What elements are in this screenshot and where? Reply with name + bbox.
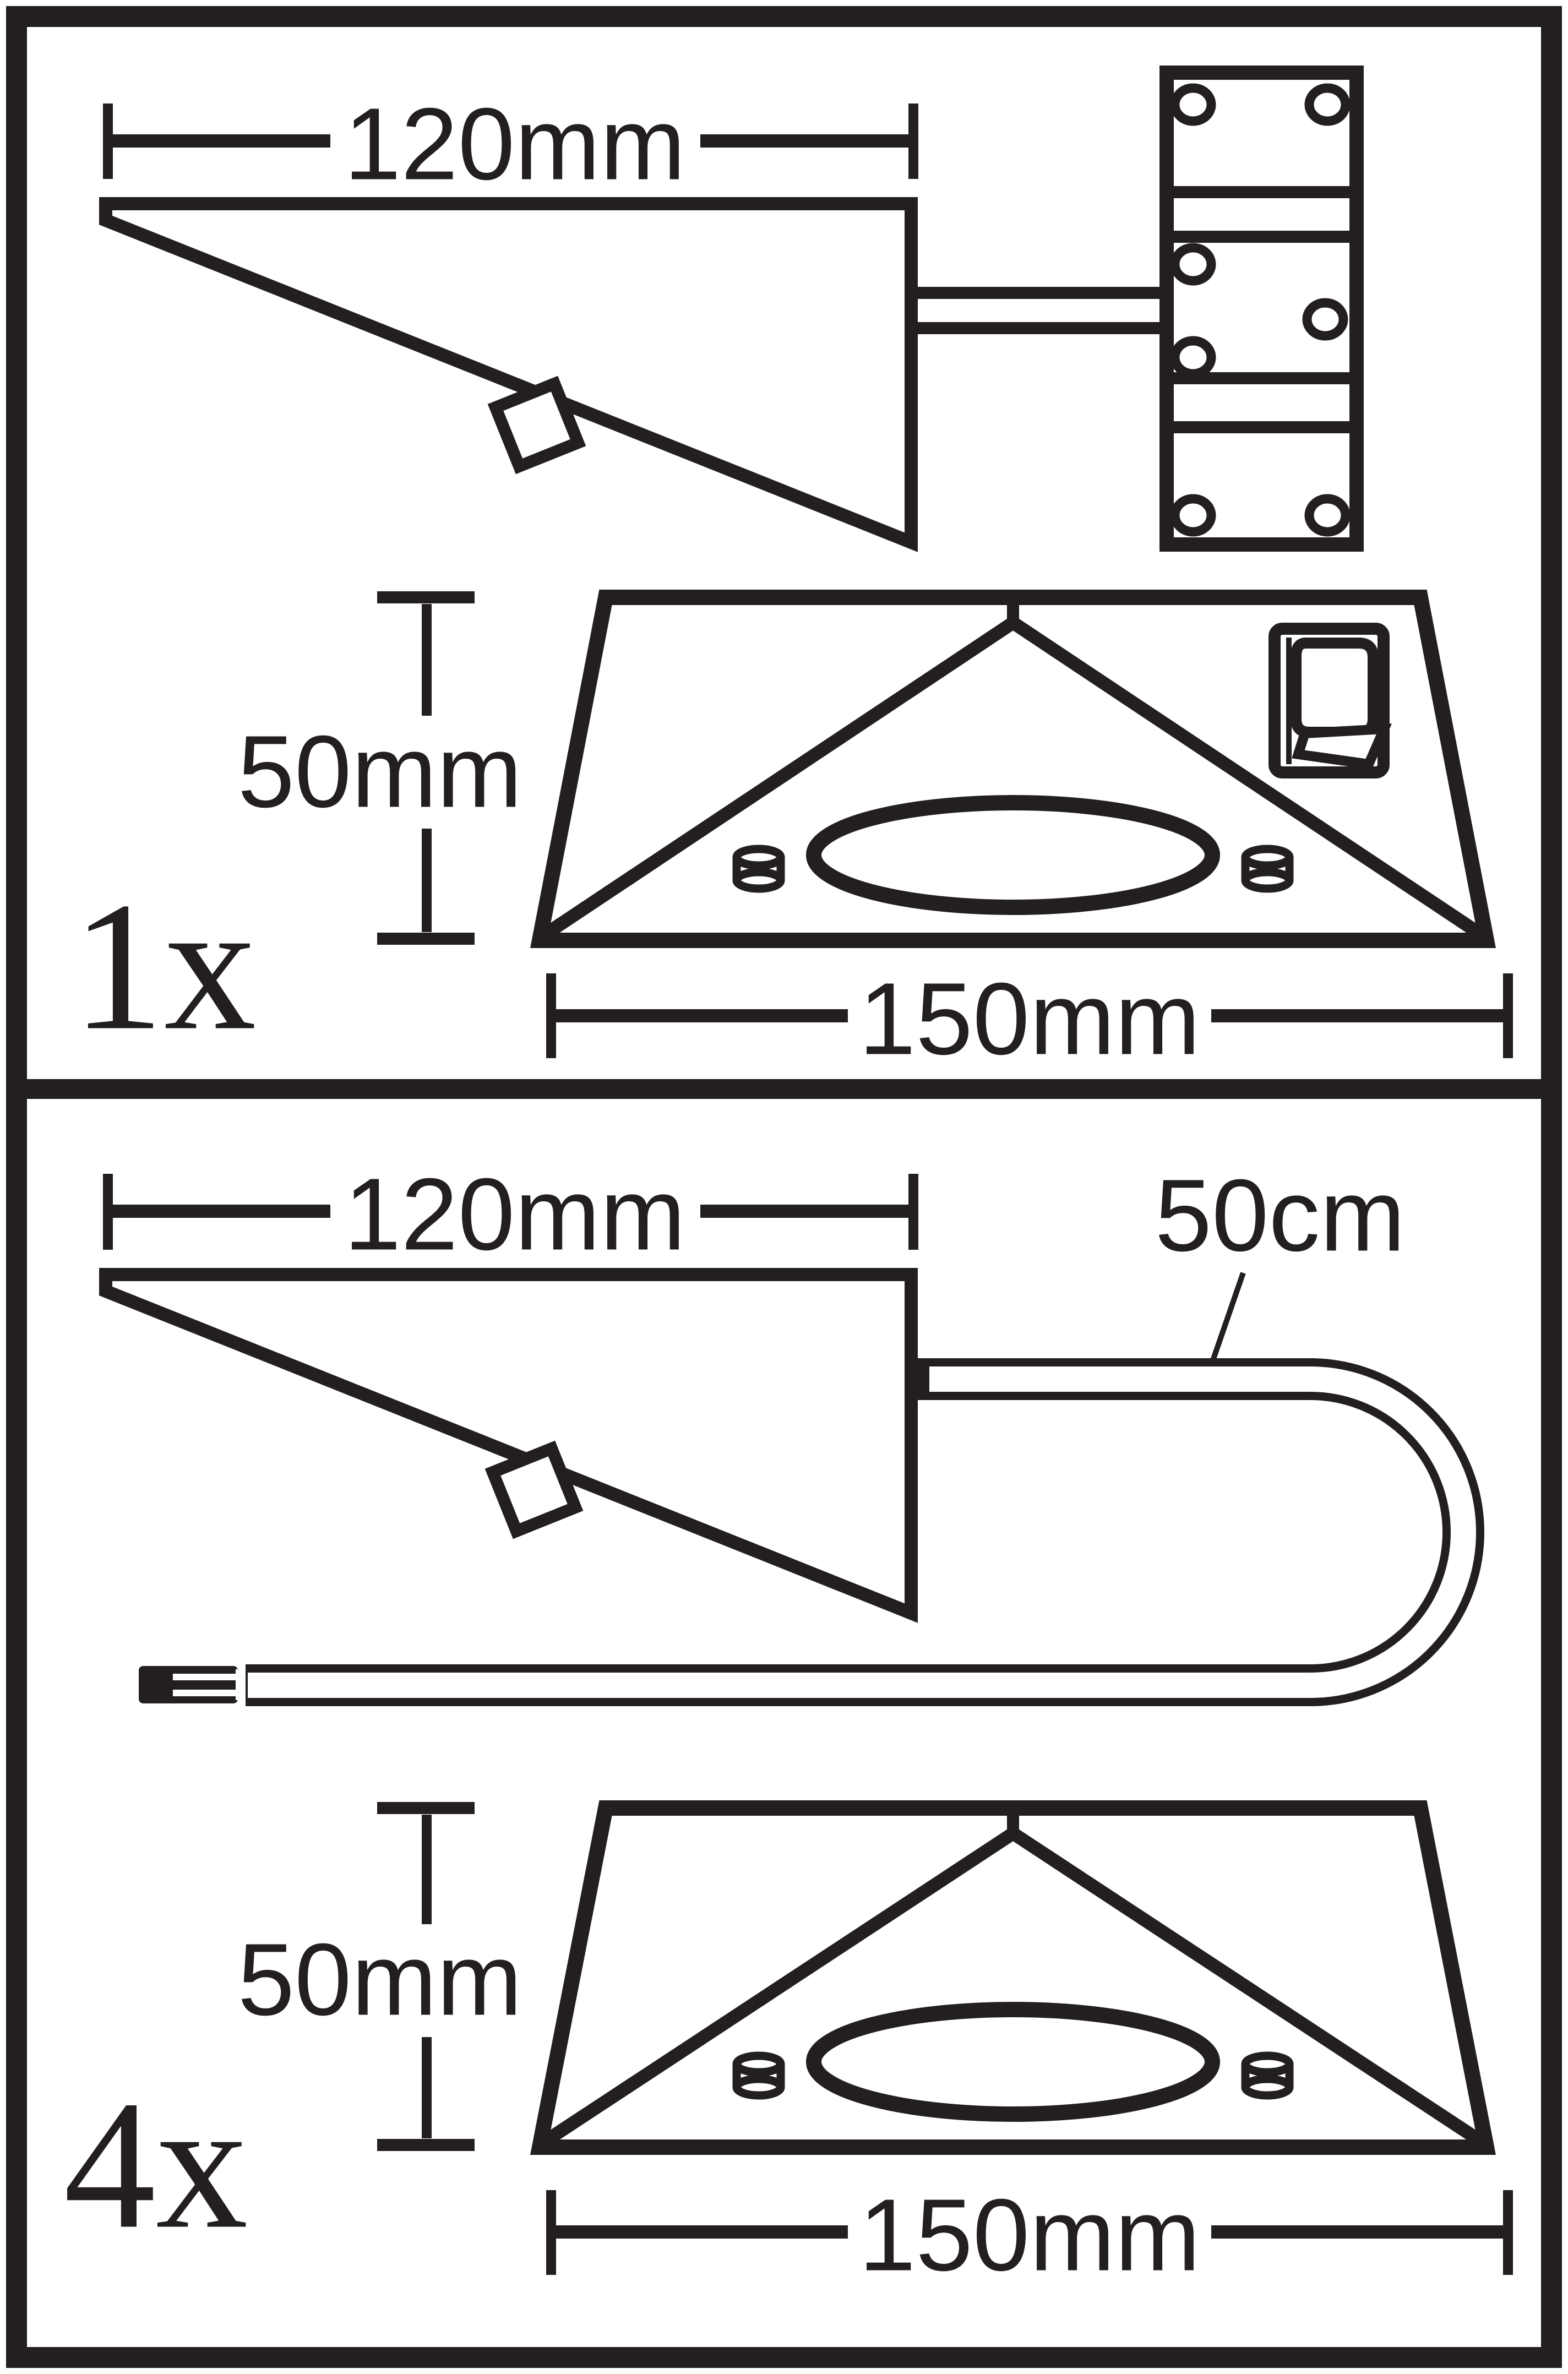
top-base-dimension: 150mm — [546, 962, 1513, 1076]
screw-post — [732, 2051, 785, 2100]
lamp-lens — [806, 795, 1220, 915]
rocker-switch[interactable] — [1268, 623, 1392, 778]
bottom-width-dimension: 120mm — [103, 1158, 918, 1272]
bottom-height-dimension: 50mm — [238, 1802, 522, 2151]
screw-hole — [1304, 83, 1351, 126]
screw-hole — [1304, 494, 1351, 537]
top-height-dimension: 50mm — [238, 591, 522, 945]
bottom-wedge-side-view — [99, 1268, 918, 1623]
bottom-base-dimension: 150mm — [546, 2179, 1513, 2293]
screw-hole — [1170, 336, 1216, 379]
power-cable — [139, 1358, 1484, 1706]
top-quantity-label: 1x — [72, 864, 257, 1069]
bottom-quantity-label: 4x — [64, 2063, 248, 2267]
top-lamp-front-view — [530, 590, 1496, 948]
screw-hole — [1170, 243, 1216, 286]
screw-post — [732, 845, 785, 893]
cable-length-label: 50cm — [1155, 1159, 1406, 1273]
mounting-arm — [911, 287, 1170, 334]
top-wedge-side-view — [99, 197, 918, 552]
screw-hole — [1302, 298, 1348, 341]
mounting-plate — [1159, 66, 1364, 552]
top-width-label: 120mm — [344, 88, 685, 202]
bottom-height-label: 50mm — [238, 1923, 522, 2037]
top-height-label: 50mm — [238, 715, 522, 829]
bottom-wedge-tab — [484, 1440, 584, 1539]
top-wedge-tab — [487, 375, 586, 475]
bottom-panel: 120mm 50cm — [64, 1158, 1513, 2293]
bottom-lamp-front-view — [530, 1800, 1496, 2155]
stripped-wire-end — [139, 1666, 241, 1703]
top-panel: 120mm — [72, 66, 1513, 1076]
top-width-dimension: 120mm — [103, 88, 918, 202]
screw-hole — [1170, 494, 1216, 537]
lamp-lens — [806, 2002, 1220, 2122]
screw-post — [1241, 2051, 1294, 2100]
screw-hole — [1170, 83, 1216, 126]
cable-length-callout: 50cm — [1155, 1159, 1406, 1389]
top-base-label: 150mm — [859, 962, 1200, 1076]
bottom-width-label: 120mm — [344, 1158, 685, 1272]
screw-post — [1241, 845, 1294, 893]
bottom-base-label: 150mm — [859, 2179, 1200, 2293]
